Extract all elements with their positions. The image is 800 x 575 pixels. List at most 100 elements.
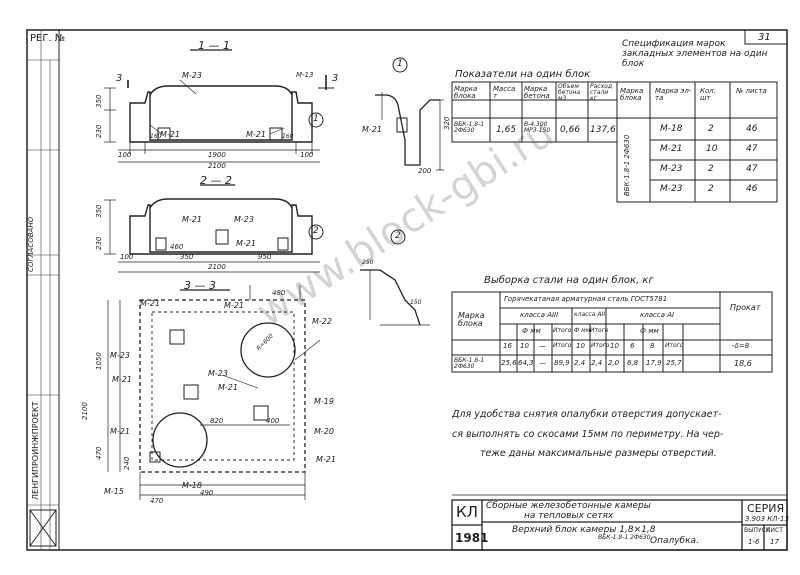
ind-header-3: Объем бетона м3 [558,83,581,102]
steel-d8: 8 [650,342,655,350]
steel-rolled-value: 18,6 [734,359,752,368]
dim-100-a: 100 [118,151,132,159]
ind-header-4: Расход стали кг [590,83,612,102]
indicators-title: Показатели на один блок [455,69,591,80]
ind-header-0: Марка блока [454,85,478,100]
spec-r0-qty: 2 [708,124,714,134]
dim-820: 820 [210,417,224,425]
dim-150: 150 [410,299,422,306]
tb-title-2: на тепловых сетях [524,511,614,521]
tb-year: 1981 [455,531,489,545]
steel-d0: 16 [503,342,512,350]
dim-480: 480 [272,289,286,297]
steel-v8: 17,9 [646,359,662,367]
dim-490: 490 [200,489,214,497]
steel-dia-a3: Ф мм [522,327,541,335]
mark-m19: М-19 [314,397,334,406]
section-label-2-2: 2 — 2 [200,174,232,187]
dim-2100-a: 2100 [208,162,226,170]
steel-dia-a2: Ф мм [574,327,591,334]
spec-header-1: Марка эл-та [655,87,692,102]
tb-issue-value: 1-6 [748,538,760,546]
title-block-grid [451,494,788,551]
steel-v3: 89,9 [554,359,570,367]
mark-m15: М-15 [104,487,124,496]
steel-v6: 2,0 [608,359,620,367]
steel-v1: 64,3 [518,359,534,367]
mark-m23-s2: М-23 [234,215,254,224]
dim-950: 950 [258,253,272,261]
spec-r1-qty: 10 [706,144,718,154]
mark-m21-s3f: М-21 [316,455,336,464]
mark-m21-s3d: М-21 [218,383,238,392]
steel-d3: Итого [553,342,572,349]
steel-v9: 25,7 [666,359,682,367]
dim-350-a: 350 [95,94,103,108]
node-2-detail [360,269,430,326]
dim-240: 240 [123,456,131,470]
dim-400: 400 [266,417,280,425]
mark-m18: М-18 [182,481,202,490]
dim-200: 200 [418,167,432,175]
steel-table [451,291,773,373]
ind-header-1: Масса т [493,85,516,100]
org-logo [29,509,57,547]
steel-v4: 2,4 [574,359,586,367]
sheet-number: 31 [758,32,771,43]
mark-m21-s2b: М-21 [236,239,256,248]
agreed-label: СОГЛАСОВАНО [27,216,35,272]
mark-m21-s3b: М-21 [224,301,244,310]
dim-320: 320 [443,116,451,130]
section-3-3-plan [107,285,321,500]
dim-100-b: 100 [300,151,314,159]
ind-header-2: Марка бетона [524,85,550,100]
spec-r2-sheet: 47 [746,164,758,174]
tb-list-value: 17 [770,538,779,546]
node-1-title: 1 [397,59,403,69]
note-line-1: Для удобства снятия опалубки отверстия д… [452,409,722,420]
mark-m21-s1a: М-21 [160,130,180,139]
spec-r0-mark: М-18 [660,124,683,134]
tb-series-value: 3.903 КЛ-13 [745,515,789,523]
tb-issue-label: ВЫПУСК [744,527,771,534]
mark-m21-s3c: М-21 [112,375,132,384]
dim-250: 250 [362,259,374,266]
node-2-marker: 2 [313,226,319,236]
spec-block: ВБК-1.8-1 2Ф630 [623,134,631,196]
org-name: ЛЕНГИПРОИНЖПРОЕКТ [31,401,40,500]
mark-m22: М-22 [312,317,332,326]
spec-title: Спецификация марок закладных элементов н… [622,39,768,69]
tb-series-label: СЕРИЯ [747,502,785,515]
spec-table [616,81,778,203]
spec-r2-mark: М-23 [660,164,683,174]
cut-arrow-right: 3 [332,73,339,84]
spec-header-0: Марка блока [620,87,644,102]
steel-d7: 6 [630,342,635,350]
steel-block-col: Марка блока [458,311,485,328]
steel-class-a3: класса АIII [520,311,559,319]
mark-m23-s3b: М-23 [208,369,228,378]
spec-r3-qty: 2 [708,184,714,194]
spec-r0-sheet: 46 [746,124,758,134]
dim-470-a: 470 [95,446,103,460]
spec-r3-sheet: 46 [746,184,758,194]
dim-1050: 1050 [95,352,103,370]
indicators-table [451,81,618,143]
section-label-3-3: 3 — 3 [184,279,216,292]
sheet-frame [26,29,788,551]
node-2-title: 2 [395,231,401,241]
dim-350-c: 350 [180,253,194,261]
node-1-detail [375,92,444,171]
mark-m21-s3a: М-21 [140,299,160,308]
steel-d9: Итого [665,342,684,349]
steel-title: Выборка стали на один блок, кг [484,275,654,286]
steel-rolled-head: Прокат [730,303,761,312]
note-line-2: ся выполнять со скосами 15мм по периметр… [452,429,724,440]
dim-230-a: 230 [95,124,103,138]
mark-m21-node1: М-21 [362,125,382,134]
dim-1900: 1900 [208,151,226,159]
steel-v7: 6,8 [627,359,639,367]
spec-r2-qty: 2 [708,164,714,174]
